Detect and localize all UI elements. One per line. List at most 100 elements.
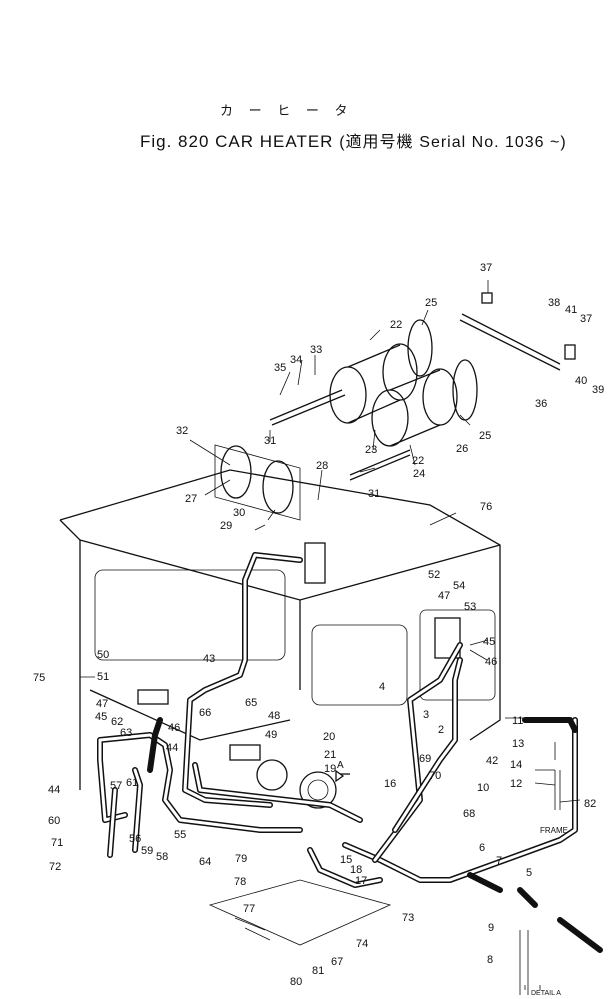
part-number-label: 46 [485,656,497,668]
part-number-label: 70 [429,770,441,782]
part-number-label: 13 [512,738,524,750]
part-number-label: 41 [565,304,577,316]
part-number-label: 51 [97,671,109,683]
part-number-label: 54 [453,580,465,592]
part-number-label: 40 [575,375,587,387]
part-number-label: 4 [379,681,385,693]
section-arrow-label: A [337,760,344,771]
part-number-label: 20 [323,731,335,743]
part-number-label: 77 [243,903,255,915]
part-number-label: 26 [456,443,468,455]
part-number-label: 68 [463,808,475,820]
part-number-label: 30 [233,507,245,519]
part-number-label: 22 [412,455,424,467]
part-number-label: 37 [580,313,592,325]
part-number-label: 82 [584,798,596,810]
part-number-label: 81 [312,965,324,977]
part-number-label: 56 [129,833,141,845]
part-number-label: 12 [510,778,522,790]
frame-label: FRAME [540,826,568,835]
part-number-label: 34 [290,354,302,366]
part-number-label: 78 [234,876,246,888]
part-number-label: 25 [425,297,437,309]
part-number-label: 61 [126,777,138,789]
serial-number: Serial No. 1036 ~) [419,134,567,151]
part-number-label: 2 [438,724,444,736]
part-number-label: 29 [220,520,232,532]
hoses [97,552,603,995]
brackets [137,292,576,761]
part-number-label: 24 [413,468,425,480]
part-number-label: 55 [174,829,186,841]
part-number-label: 71 [51,837,63,849]
part-number-label: 42 [486,755,498,767]
part-number-label: 58 [156,851,168,863]
detail-a-label: DETAIL A [531,990,561,997]
part-number-label: 45 [483,636,495,648]
part-number-label: 32 [176,425,188,437]
part-number-labels: 3738413740393625223433352324262225323128… [33,262,604,988]
part-number-label: 11 [512,715,523,727]
part-number-label: 36 [535,398,547,410]
title-japanese: カ ー ヒ ー タ [220,103,354,118]
part-number-label: 27 [185,493,197,505]
part-number-label: 57 [110,780,122,792]
part-number-label: 10 [477,782,489,794]
part-number-label: 8 [487,954,493,966]
part-number-label: 49 [265,729,277,741]
part-number-label: 37 [480,262,492,274]
part-number-label: 47 [96,698,108,710]
part-number-label: 52 [428,569,440,581]
part-number-label: 7 [496,855,502,867]
part-number-label: 9 [488,922,494,934]
part-number-label: 22 [390,319,402,331]
part-number-label: 5 [526,867,532,879]
part-number-label: 35 [274,362,286,374]
part-number-label: 44 [166,742,178,754]
part-number-label: 46 [168,722,180,734]
part-number-label: 14 [510,759,522,771]
part-number-label: 39 [592,384,604,396]
part-number-label: 50 [97,649,109,661]
part-number-label: 74 [356,938,368,950]
figure-title: Fig. 820 CAR HEATER (適用号機 Serial No. 103… [140,128,567,152]
part-number-label: 25 [479,430,491,442]
part-number-label: 19 [324,763,336,775]
part-number-label: 64 [199,856,211,868]
part-number-label: 45 [95,711,107,723]
cab-outline [59,469,501,946]
part-number-label: 44 [48,784,60,796]
part-number-label: 18 [350,864,362,876]
part-number-label: 33 [310,344,322,356]
part-number-label: 53 [464,601,476,613]
heater-units [214,319,478,809]
part-number-label: 65 [245,697,257,709]
part-number-label: 76 [480,501,492,513]
part-number-label: 43 [203,653,215,665]
detail-a-marker [335,769,541,990]
part-number-label: 38 [548,297,560,309]
part-number-label: 69 [419,753,431,765]
part-number-label: 62 [111,716,123,728]
serial-jp: (適用号機 [339,134,414,151]
part-number-label: 73 [402,912,414,924]
figure-label: Fig. 820 CAR HEATER [140,132,334,151]
part-number-label: 79 [235,853,247,865]
part-number-label: 75 [33,672,45,684]
part-number-label: 3 [423,709,429,721]
part-number-label: 6 [479,842,485,854]
part-number-label: 66 [199,707,211,719]
part-number-label: 23 [365,444,377,456]
part-number-label: 21 [324,749,336,761]
part-number-label: 48 [268,710,280,722]
part-number-label: 72 [49,861,61,873]
part-number-label: 31 [264,435,276,447]
part-number-label: 59 [141,845,153,857]
part-number-label: 28 [316,460,328,472]
part-number-label: 47 [438,590,450,602]
part-number-label: 17 [355,875,367,887]
part-number-label: 80 [290,976,302,988]
part-number-label: 60 [48,815,60,827]
part-number-label: 31 [368,488,380,500]
